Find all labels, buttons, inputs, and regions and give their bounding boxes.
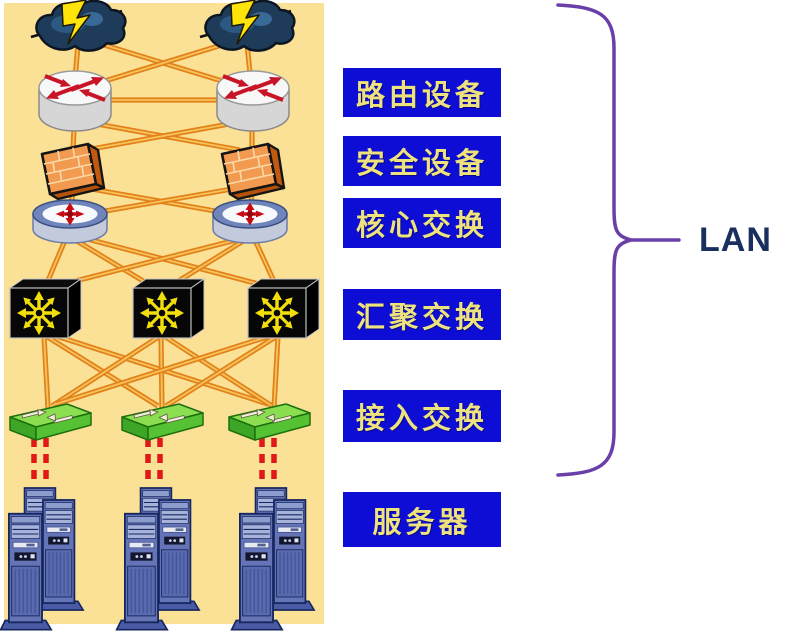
lan-label: LAN (699, 221, 772, 259)
server-group-icon (1, 488, 84, 630)
network-link (273, 335, 279, 409)
aggregation-switch-icon (131, 277, 206, 340)
network-link (43, 335, 49, 409)
legend-label-aggregation-switching: 汇聚交换 (343, 289, 501, 340)
server-group-icon (117, 488, 200, 630)
server-group-icon (232, 488, 315, 630)
legend-label-routing-devices: 路由设备 (343, 68, 501, 117)
access-switch-icon (121, 403, 204, 441)
firewall-icon (220, 142, 286, 201)
network-link (51, 335, 161, 407)
core-switch-icon (31, 198, 109, 245)
network-link (75, 235, 275, 289)
aggregation-switch-icon (8, 277, 83, 340)
firewall-icon (40, 142, 106, 201)
legend-label-security-devices: 安全设备 (343, 136, 501, 186)
access-switch-icon (228, 403, 311, 441)
legend-label-servers: 服务器 (343, 492, 501, 547)
network-link (165, 335, 278, 407)
core-switch-icon (211, 198, 289, 245)
internet-cloud-icon (29, 0, 127, 52)
router-icon (37, 69, 113, 133)
legend-label-core-switching: 核心交换 (343, 198, 501, 248)
router-icon (215, 69, 291, 133)
server-links (31, 438, 277, 486)
access-switch-icon (9, 403, 92, 441)
aggregation-switch-icon (246, 277, 321, 340)
internet-cloud-icon (198, 0, 296, 52)
legend-label-access-switching: 接入交换 (343, 390, 501, 442)
network-link (81, 39, 239, 89)
network-link (55, 333, 277, 405)
network-link (85, 121, 241, 151)
network-link (87, 187, 239, 215)
lan-brace (556, 3, 681, 477)
